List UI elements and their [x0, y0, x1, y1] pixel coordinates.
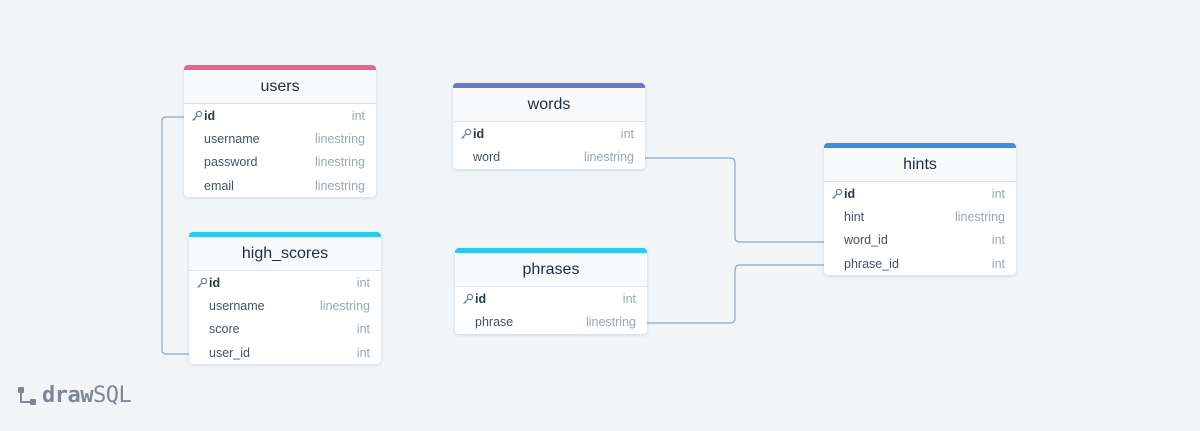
field-row[interactable]: id int [824, 182, 1016, 205]
field-name: phrase [475, 314, 514, 329]
field-row[interactable]: password linestring [184, 151, 376, 174]
table-title[interactable]: high_scores [189, 237, 381, 271]
field-type: linestring [314, 178, 365, 193]
field-row[interactable]: phrase_id int [824, 252, 1016, 275]
field-row[interactable]: email linestring [184, 174, 376, 197]
field-name: score [209, 322, 240, 337]
field-type: linestring [314, 131, 365, 146]
table-accent-bar [453, 83, 645, 88]
table-title[interactable]: hints [824, 148, 1016, 182]
key-icon [831, 188, 844, 200]
field-row[interactable]: id int [189, 271, 381, 294]
field-row[interactable]: id int [455, 287, 647, 310]
table-users[interactable]: users id int username linestring passwor… [184, 65, 376, 198]
table-title[interactable]: words [453, 88, 645, 122]
table-title[interactable]: users [184, 70, 376, 104]
table-hints[interactable]: hints id int hint linestring word_id int… [824, 143, 1016, 276]
field-row[interactable]: hint linestring [824, 205, 1016, 228]
field-name: id [473, 126, 485, 141]
field-row[interactable]: word linestring [453, 145, 645, 168]
field-type: int [991, 256, 1005, 271]
field-name: email [204, 178, 234, 193]
field-type: linestring [583, 149, 634, 164]
field-name: phrase_id [844, 256, 899, 271]
field-type: int [356, 322, 370, 337]
field-name: id [209, 275, 221, 290]
field-name: id [475, 291, 487, 306]
field-type: int [351, 108, 365, 123]
key-icon [191, 110, 204, 122]
field-row[interactable]: word_id int [824, 229, 1016, 252]
logo-word-sql: SQL [92, 383, 132, 408]
key-icon [196, 277, 209, 289]
field-name: username [204, 131, 260, 146]
field-type: int [991, 186, 1005, 201]
drawsql-logo-icon [18, 386, 36, 405]
field-name: password [204, 155, 258, 170]
table-accent-bar [455, 248, 647, 253]
relation-words-hints[interactable] [645, 157, 824, 243]
field-row[interactable]: id int [184, 104, 376, 127]
field-type: int [356, 275, 370, 290]
field-name: hint [844, 209, 865, 224]
field-row[interactable]: score int [189, 318, 381, 341]
table-phrases[interactable]: phrases id int phrase linestring [455, 248, 647, 334]
field-name: word [473, 149, 501, 164]
field-type: int [991, 233, 1005, 248]
field-type: linestring [954, 209, 1005, 224]
drawsql-logo: draw SQL [16, 383, 132, 408]
field-type: int [356, 345, 370, 360]
table-title[interactable]: phrases [455, 253, 647, 287]
field-row[interactable]: username linestring [184, 127, 376, 150]
table-accent-bar [189, 232, 381, 237]
field-name: username [209, 298, 265, 313]
key-icon [462, 293, 475, 305]
field-type: linestring [319, 298, 370, 313]
field-row[interactable]: phrase linestring [455, 310, 647, 333]
field-type: linestring [314, 155, 365, 170]
field-row[interactable]: id int [453, 122, 645, 145]
key-icon [460, 128, 473, 140]
table-accent-bar [824, 143, 1016, 148]
field-name: word_id [844, 233, 888, 248]
logo-word-draw: draw [42, 383, 93, 408]
table-high-scores[interactable]: high_scores id int username linestring s… [189, 232, 381, 365]
table-accent-bar [184, 65, 376, 70]
relation-users-high-scores[interactable] [161, 116, 189, 355]
field-row[interactable]: username linestring [189, 294, 381, 317]
field-row[interactable]: user_id int [189, 341, 381, 364]
field-type: int [620, 126, 634, 141]
field-type: int [622, 291, 636, 306]
field-name: id [844, 186, 856, 201]
field-type: linestring [585, 314, 636, 329]
field-name: id [204, 108, 216, 123]
relation-phrases-hints[interactable] [647, 264, 824, 324]
table-words[interactable]: words id int word linestring [453, 83, 645, 169]
field-name: user_id [209, 345, 250, 360]
